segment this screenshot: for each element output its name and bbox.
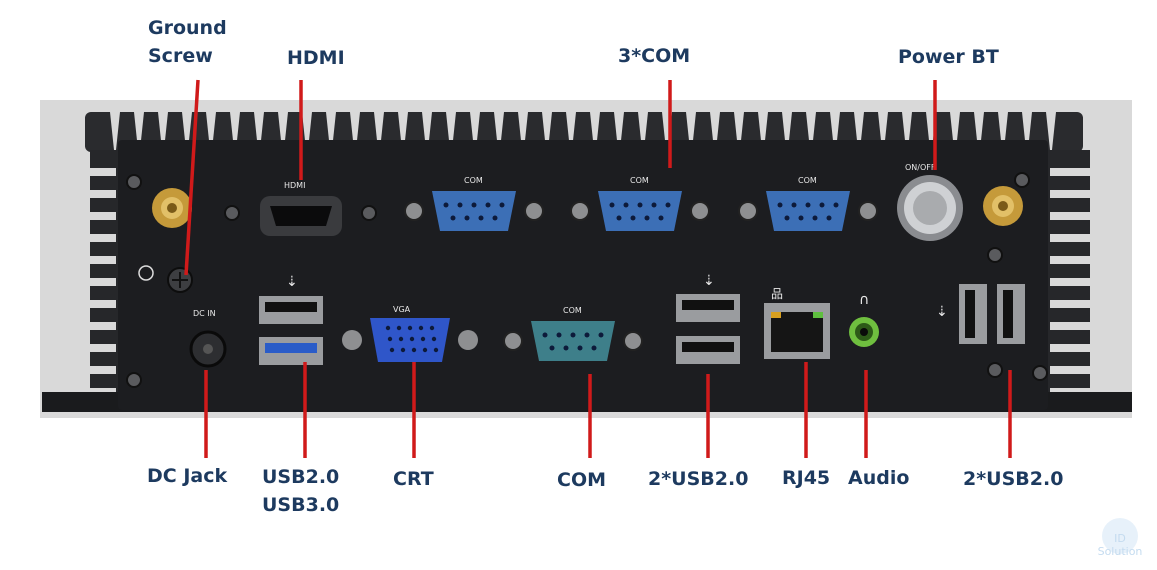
vga-port: VGA bbox=[342, 305, 478, 362]
svg-text:COM: COM bbox=[563, 306, 582, 315]
label-usb-pair: USB2.0 USB3.0 bbox=[262, 466, 340, 516]
label-rj45: RJ45 bbox=[782, 467, 831, 489]
audio-jack: ∩ bbox=[849, 292, 879, 347]
hdmi-silkscreen: HDMI bbox=[284, 181, 305, 190]
onoff-silkscreen: ON/OFF bbox=[905, 163, 936, 172]
label-com: COM bbox=[557, 469, 607, 491]
wifi-antenna-connector-left bbox=[152, 188, 192, 228]
svg-text:⇣: ⇣ bbox=[936, 304, 948, 320]
label-usb-right: 2*USB2.0 bbox=[963, 468, 1064, 490]
dcin-silkscreen: DC IN bbox=[193, 309, 216, 318]
usb-right-pair: ⇣ bbox=[936, 284, 1025, 344]
com-port-top-1: COM bbox=[404, 176, 544, 231]
svg-text:COM: COM bbox=[798, 176, 817, 185]
com-port-top-3: COM bbox=[738, 176, 878, 231]
wifi-antenna-connector-right bbox=[983, 186, 1023, 226]
svg-text:∩: ∩ bbox=[859, 292, 869, 308]
hdmi-port: HDMI bbox=[260, 181, 342, 236]
rear-panel bbox=[118, 140, 1048, 410]
power-button: ON/OFF bbox=[897, 163, 963, 241]
svg-text:⇣: ⇣ bbox=[286, 274, 298, 290]
watermark-logo-icon bbox=[1102, 518, 1138, 554]
dc-jack: DC IN bbox=[189, 309, 227, 368]
com-port-bottom: COM bbox=[503, 306, 643, 361]
usb-middle-stack: ⇣ bbox=[676, 273, 740, 364]
svg-text:COM: COM bbox=[464, 176, 483, 185]
label-3com: 3*COM bbox=[618, 45, 691, 67]
label-audio: Audio bbox=[848, 467, 910, 489]
rj45-port: 品 bbox=[764, 287, 830, 359]
com-port-top-2: COM bbox=[570, 176, 710, 231]
label-crt: CRT bbox=[393, 468, 434, 490]
label-usb-mid: 2*USB2.0 bbox=[648, 468, 749, 490]
usb-left-stack: ⇣ bbox=[259, 274, 323, 365]
vga-silkscreen: VGA bbox=[393, 305, 411, 314]
label-ground-screw: Ground Screw bbox=[148, 17, 227, 67]
pointer-lines bbox=[184, 79, 1012, 458]
svg-text:品: 品 bbox=[771, 287, 783, 301]
svg-text:⇣: ⇣ bbox=[703, 273, 715, 289]
label-hdmi: HDMI bbox=[287, 47, 345, 69]
label-power-bt: Power BT bbox=[898, 46, 999, 68]
svg-text:COM: COM bbox=[630, 176, 649, 185]
watermark: ID Solution bbox=[1090, 518, 1150, 560]
label-dc-jack: DC Jack bbox=[147, 465, 228, 487]
